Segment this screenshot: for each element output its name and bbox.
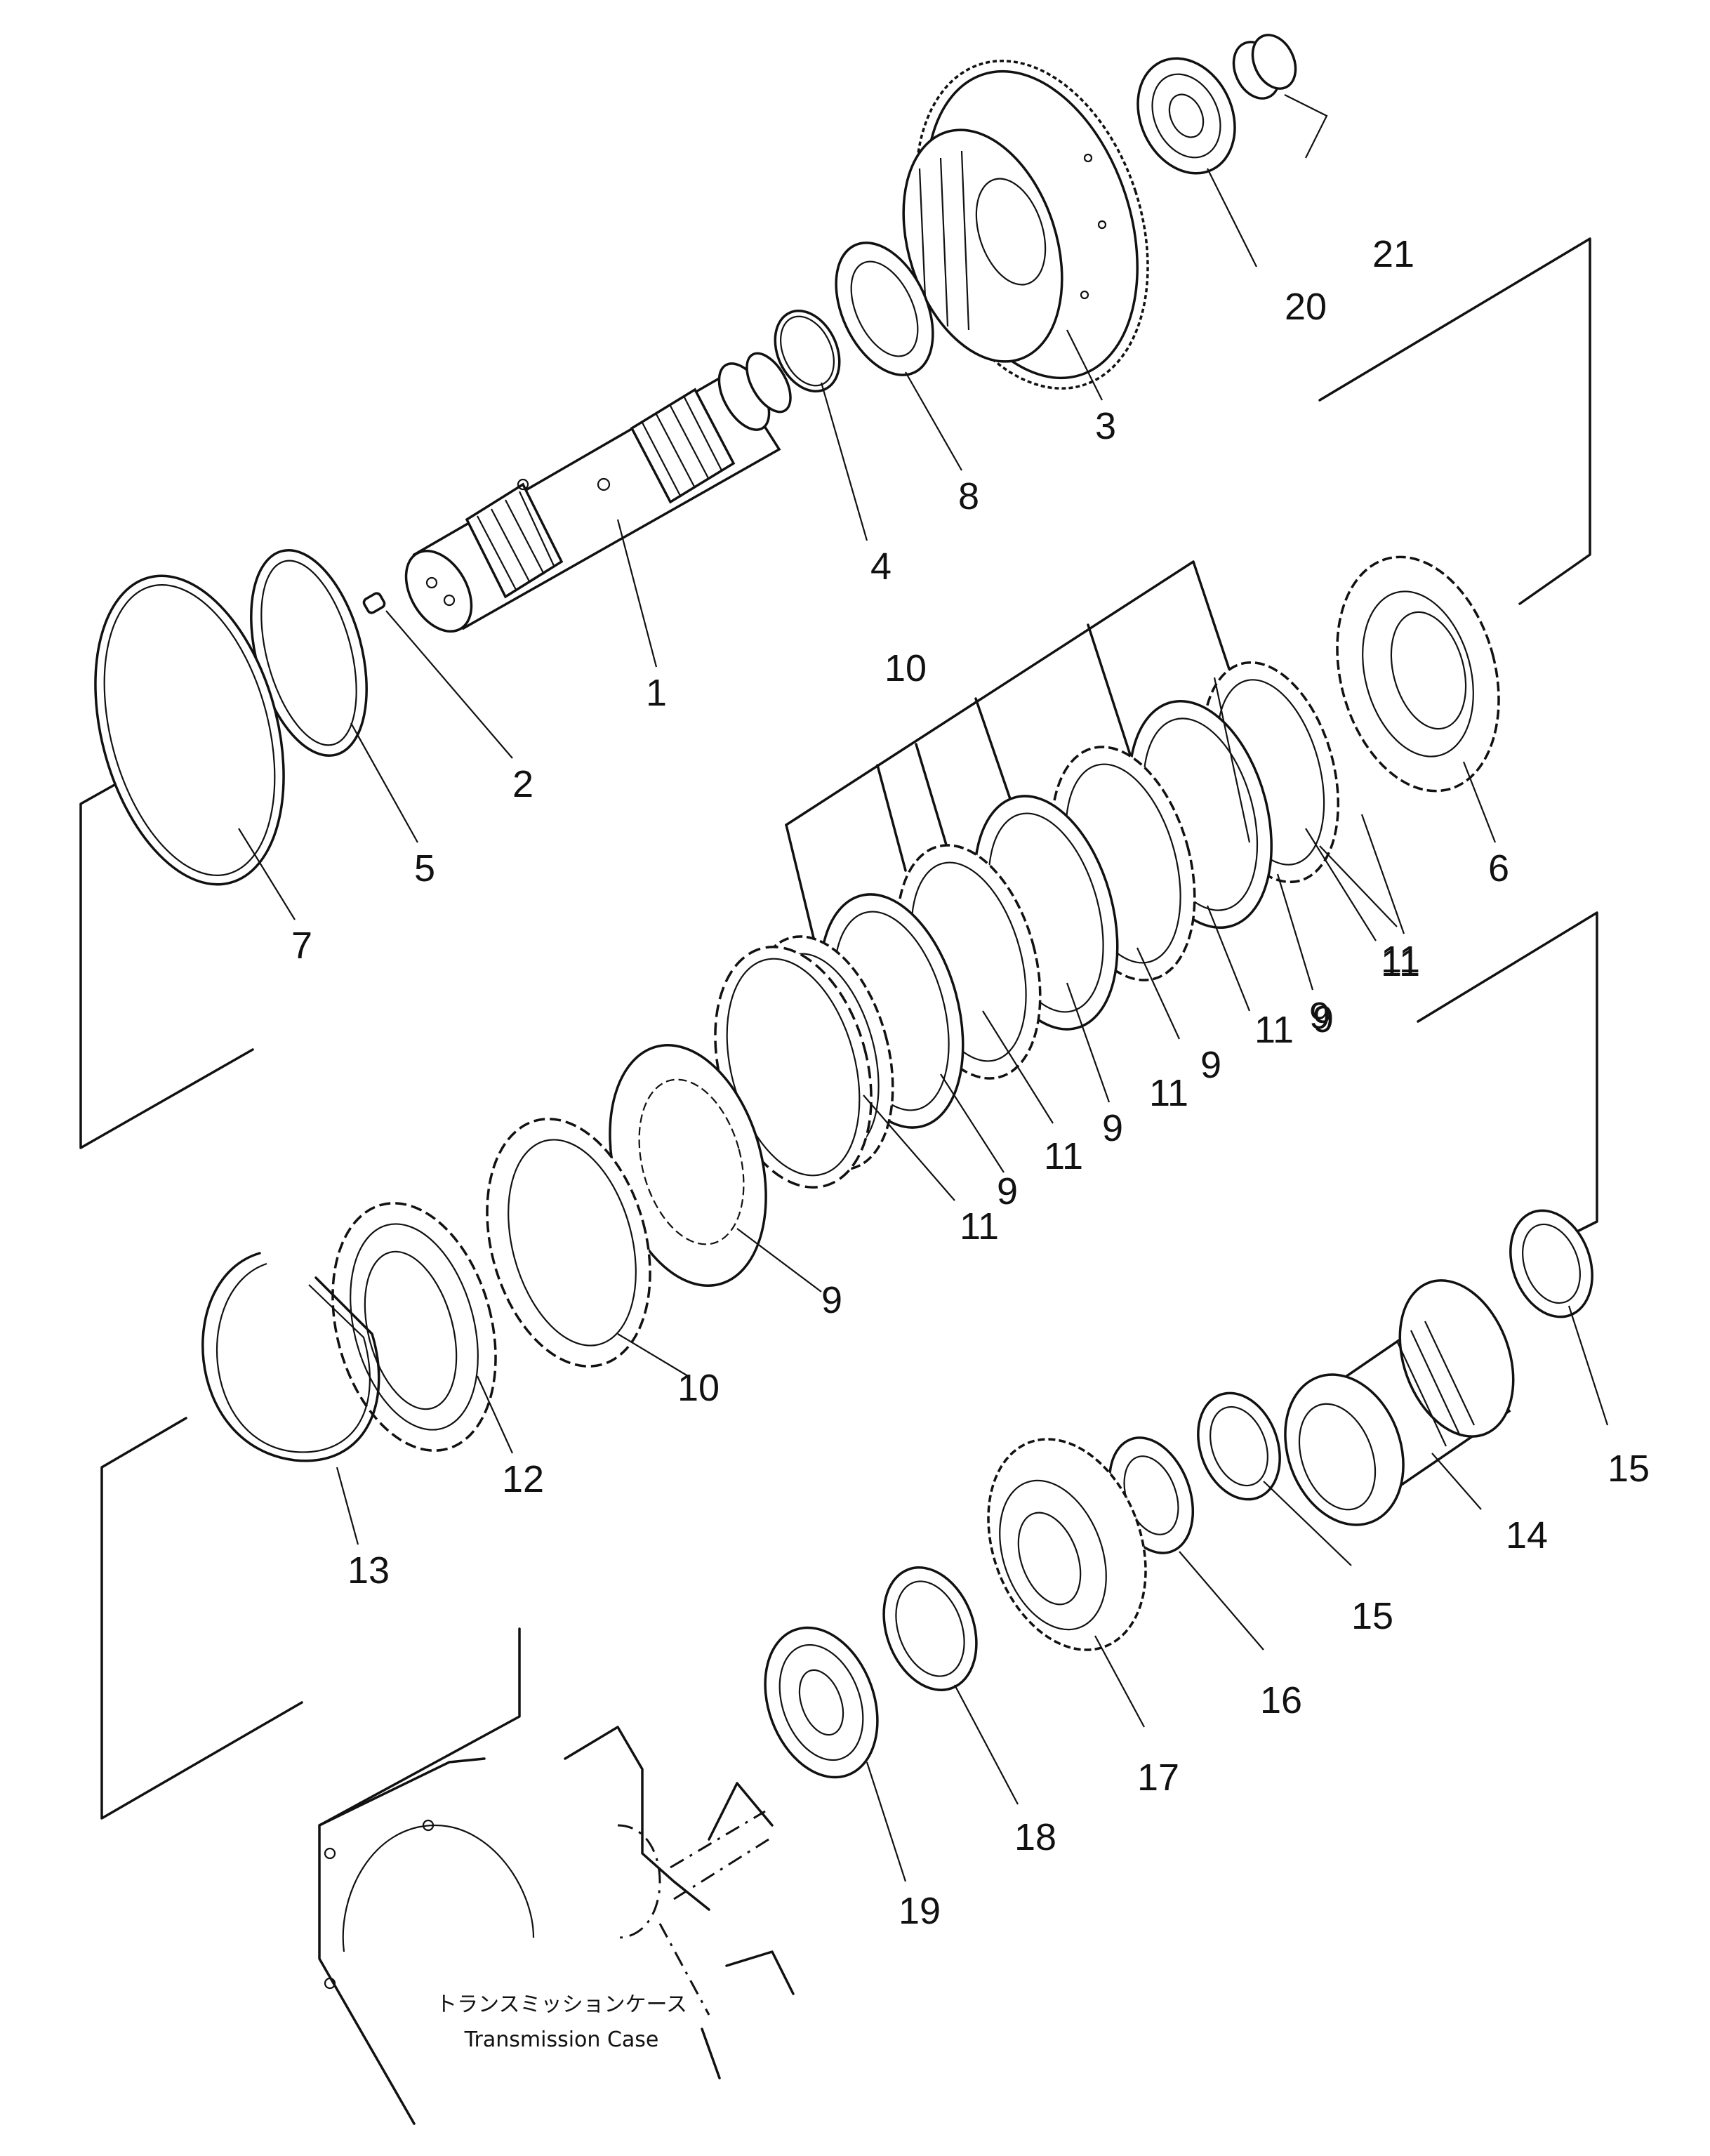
callout-8: 8 [958,475,979,517]
callout-2: 2 [512,763,533,805]
callout-11-b: 11 [1254,1009,1294,1051]
part-13-snap-ring [201,1252,380,1462]
callout-9-b: 9 [1200,1044,1221,1086]
callout-21: 21 [1372,233,1414,275]
part-20-bearing [1136,57,1236,175]
callout-17: 17 [1137,1757,1179,1799]
callout-19: 19 [899,1890,941,1932]
clutch-pack [714,661,1340,1189]
callout-9-d: 9 [997,1170,1018,1212]
part-10-plate [486,1118,651,1368]
callout-12: 12 [502,1458,544,1500]
callout-9-e: 9 [1313,998,1334,1040]
callout-13: 13 [347,1549,390,1592]
callout-14: 14 [1506,1514,1548,1556]
callout-18: 18 [1014,1816,1056,1858]
callout-16: 16 [1260,1679,1302,1721]
callout-3: 3 [1095,405,1116,447]
callout-11-e: 11 [960,1205,999,1248]
case-label-english: Transmission Case [464,2028,659,2052]
part-21-snap-ring [1232,34,1328,159]
part-12-piston [331,1202,497,1452]
callout-6: 6 [1488,847,1509,889]
part-1-shaft [404,352,792,633]
callout-15-a: 15 [1608,1448,1650,1490]
callout-20: 20 [1285,286,1327,328]
case-label-japanese: トランスミッションケース [436,1992,687,2017]
callout-11-a: 11 [1381,939,1420,981]
part-8-washer [835,242,934,376]
callout-5: 5 [414,847,435,889]
part-17-gear [987,1438,1147,1651]
callout-1: 1 [646,672,667,714]
part-9-disc [609,1044,767,1287]
part-14-hub [1284,1279,1515,1526]
callout-10-a: 10 [884,647,927,689]
part-19-bearing [764,1626,879,1779]
part-6-end-plate [1336,555,1500,793]
callout-9-f: 9 [821,1279,842,1321]
transmission-case [318,1627,795,2125]
part-15-bearing-upper [1509,1209,1593,1318]
callout-11-f: 11 [1381,942,1420,984]
part-3-drum [902,60,1149,390]
part-2-pin [362,592,386,614]
callout-7: 7 [291,925,312,967]
callout-15-b: 15 [1351,1595,1393,1637]
part-15-bearing-lower [1197,1391,1281,1501]
part-7-seal-ring [94,574,285,886]
callout-9-c: 9 [1102,1107,1123,1149]
callout-4: 4 [870,545,892,588]
assembly-brackets [79,237,1598,1820]
part-18-race [882,1566,978,1691]
callout-11-c: 11 [1149,1072,1188,1114]
callout-labels: 1 2 3 4 5 6 7 8 9 9 9 9 9 9 10 10 11 11 … [291,233,1650,1932]
case-caption: トランスミッションケース Transmission Case [436,1992,687,2052]
leader-lines [238,168,1609,1882]
callout-9-a: 9 [1309,995,1330,1037]
callout-10-b: 10 [677,1367,720,1409]
part-5-seal-ring [250,549,368,757]
part-4-ring [774,310,841,392]
callout-11-d: 11 [1044,1135,1083,1177]
